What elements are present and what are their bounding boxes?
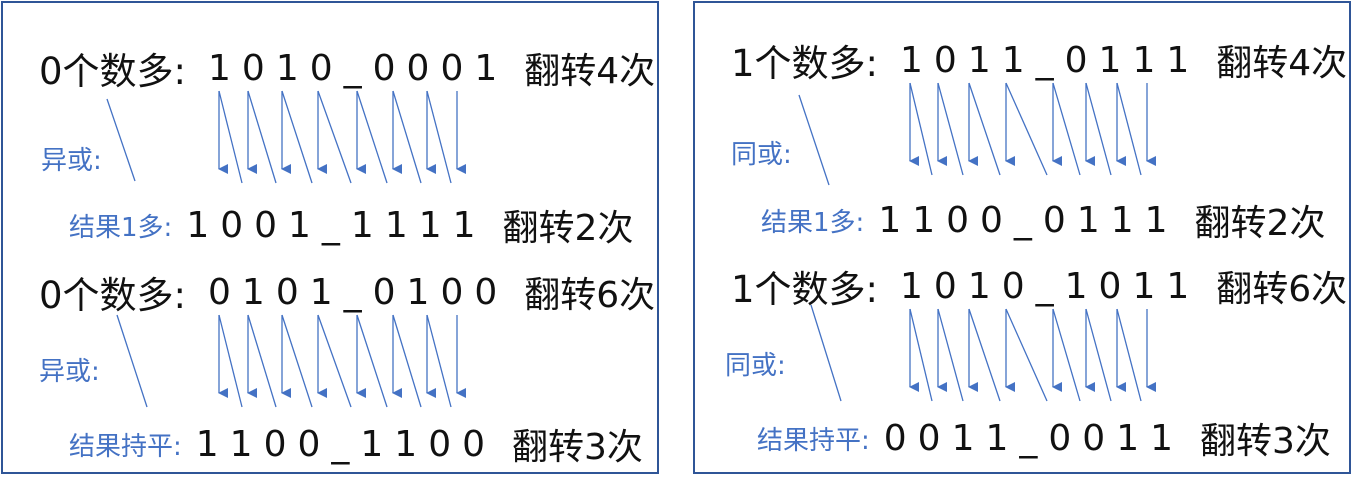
diagonal-line [247,314,277,408]
diagonal-line [1085,308,1112,402]
row-original-2: 0个数多: 0101_0100 翻转6次 [39,265,655,319]
diagonal-line [1052,308,1081,402]
diagonal-line [317,90,352,184]
diagonal-line [909,82,933,176]
flip-count: 翻转6次 [1216,269,1348,310]
diagonal-line [218,90,243,184]
row-original-1: 0个数多: 1010_0001 翻转4次 [39,41,655,95]
row-label: 结果1多: [761,207,865,238]
diagonal-line [426,90,452,184]
flip-count: 翻转4次 [524,51,656,92]
row-label: 0个数多: [39,50,187,93]
row-result-1: 结果1多: 1001_1111 翻转2次 [69,199,633,251]
row-result-1: 结果1多: 1100_0111 翻转2次 [761,194,1325,246]
flip-count: 翻转6次 [524,275,656,316]
guide-line [798,94,830,186]
row-label: 0个数多: [39,274,187,317]
diagonal-line [426,314,452,408]
diagonal-line [1005,82,1048,176]
diagonal-line [1085,82,1112,176]
operation-label: 同或: [725,351,786,381]
flip-count: 翻转3次 [1200,421,1331,462]
row-label: 结果1多: [69,212,173,243]
bit-string: 1010_0001 [208,47,509,89]
diagonal-line [937,82,964,176]
diagonal-line [1116,82,1142,176]
flip-count: 翻转2次 [502,208,634,249]
diagonal-line [937,308,964,402]
bit-string: 1100_0111 [878,199,1179,241]
bit-string: 0101_0100 [208,271,509,313]
diagonal-line [392,90,422,184]
diagonal-line [1005,308,1048,402]
diagonal-line [1116,308,1142,402]
bit-string: 1100_1100 [195,423,496,465]
guide-line [810,304,842,402]
diagonal-line [281,90,313,184]
diagonal-line [1052,82,1081,176]
row-label: 结果持平: [69,431,182,462]
diagonal-line [968,308,1001,402]
diagonal-line [968,82,1001,176]
xor-arrows [106,90,466,408]
row-label: 1个数多: [731,42,879,85]
bit-string: 0011_0011 [883,417,1184,459]
diagonal-line [356,314,388,408]
operation-label: 同或: [731,140,792,170]
bit-string: 1010_1011 [900,265,1201,307]
operation-label: 异或: [41,146,102,176]
diagonal-line [392,314,422,408]
flip-count: 翻转2次 [1194,203,1326,244]
row-result-2: 结果持平: 1100_1100 翻转3次 [69,418,643,470]
row-label: 1个数多: [731,268,879,311]
guide-line [106,98,136,182]
bit-string: 1011_0111 [900,39,1201,81]
row-original-2: 1个数多: 1010_1011 翻转6次 [731,259,1347,313]
row-label: 结果持平: [757,425,870,456]
diagonal-line [218,314,243,408]
diagonal-line [317,314,352,408]
panel-xor: 0个数多: 1010_0001 翻转4次 异或: 结果1多: 1001_1111… [1,1,659,474]
xnor-arrows [798,82,1156,402]
operation-label: 异或: [39,357,100,387]
diagonal-line [356,90,388,184]
row-result-2: 结果持平: 0011_0011 翻转3次 [757,412,1331,464]
diagonal-line [281,314,313,408]
flip-count: 翻转3次 [512,427,643,468]
bit-string: 1001_1111 [186,204,487,246]
flip-count: 翻转4次 [1216,43,1348,84]
guide-line [116,314,148,408]
diagonal-line [909,308,933,402]
panel-xnor: 1个数多: 1011_0111 翻转4次 同或: 结果1多: 1100_0111… [693,1,1351,474]
diagonal-line [247,90,277,184]
row-original-1: 1个数多: 1011_0111 翻转4次 [731,33,1347,87]
